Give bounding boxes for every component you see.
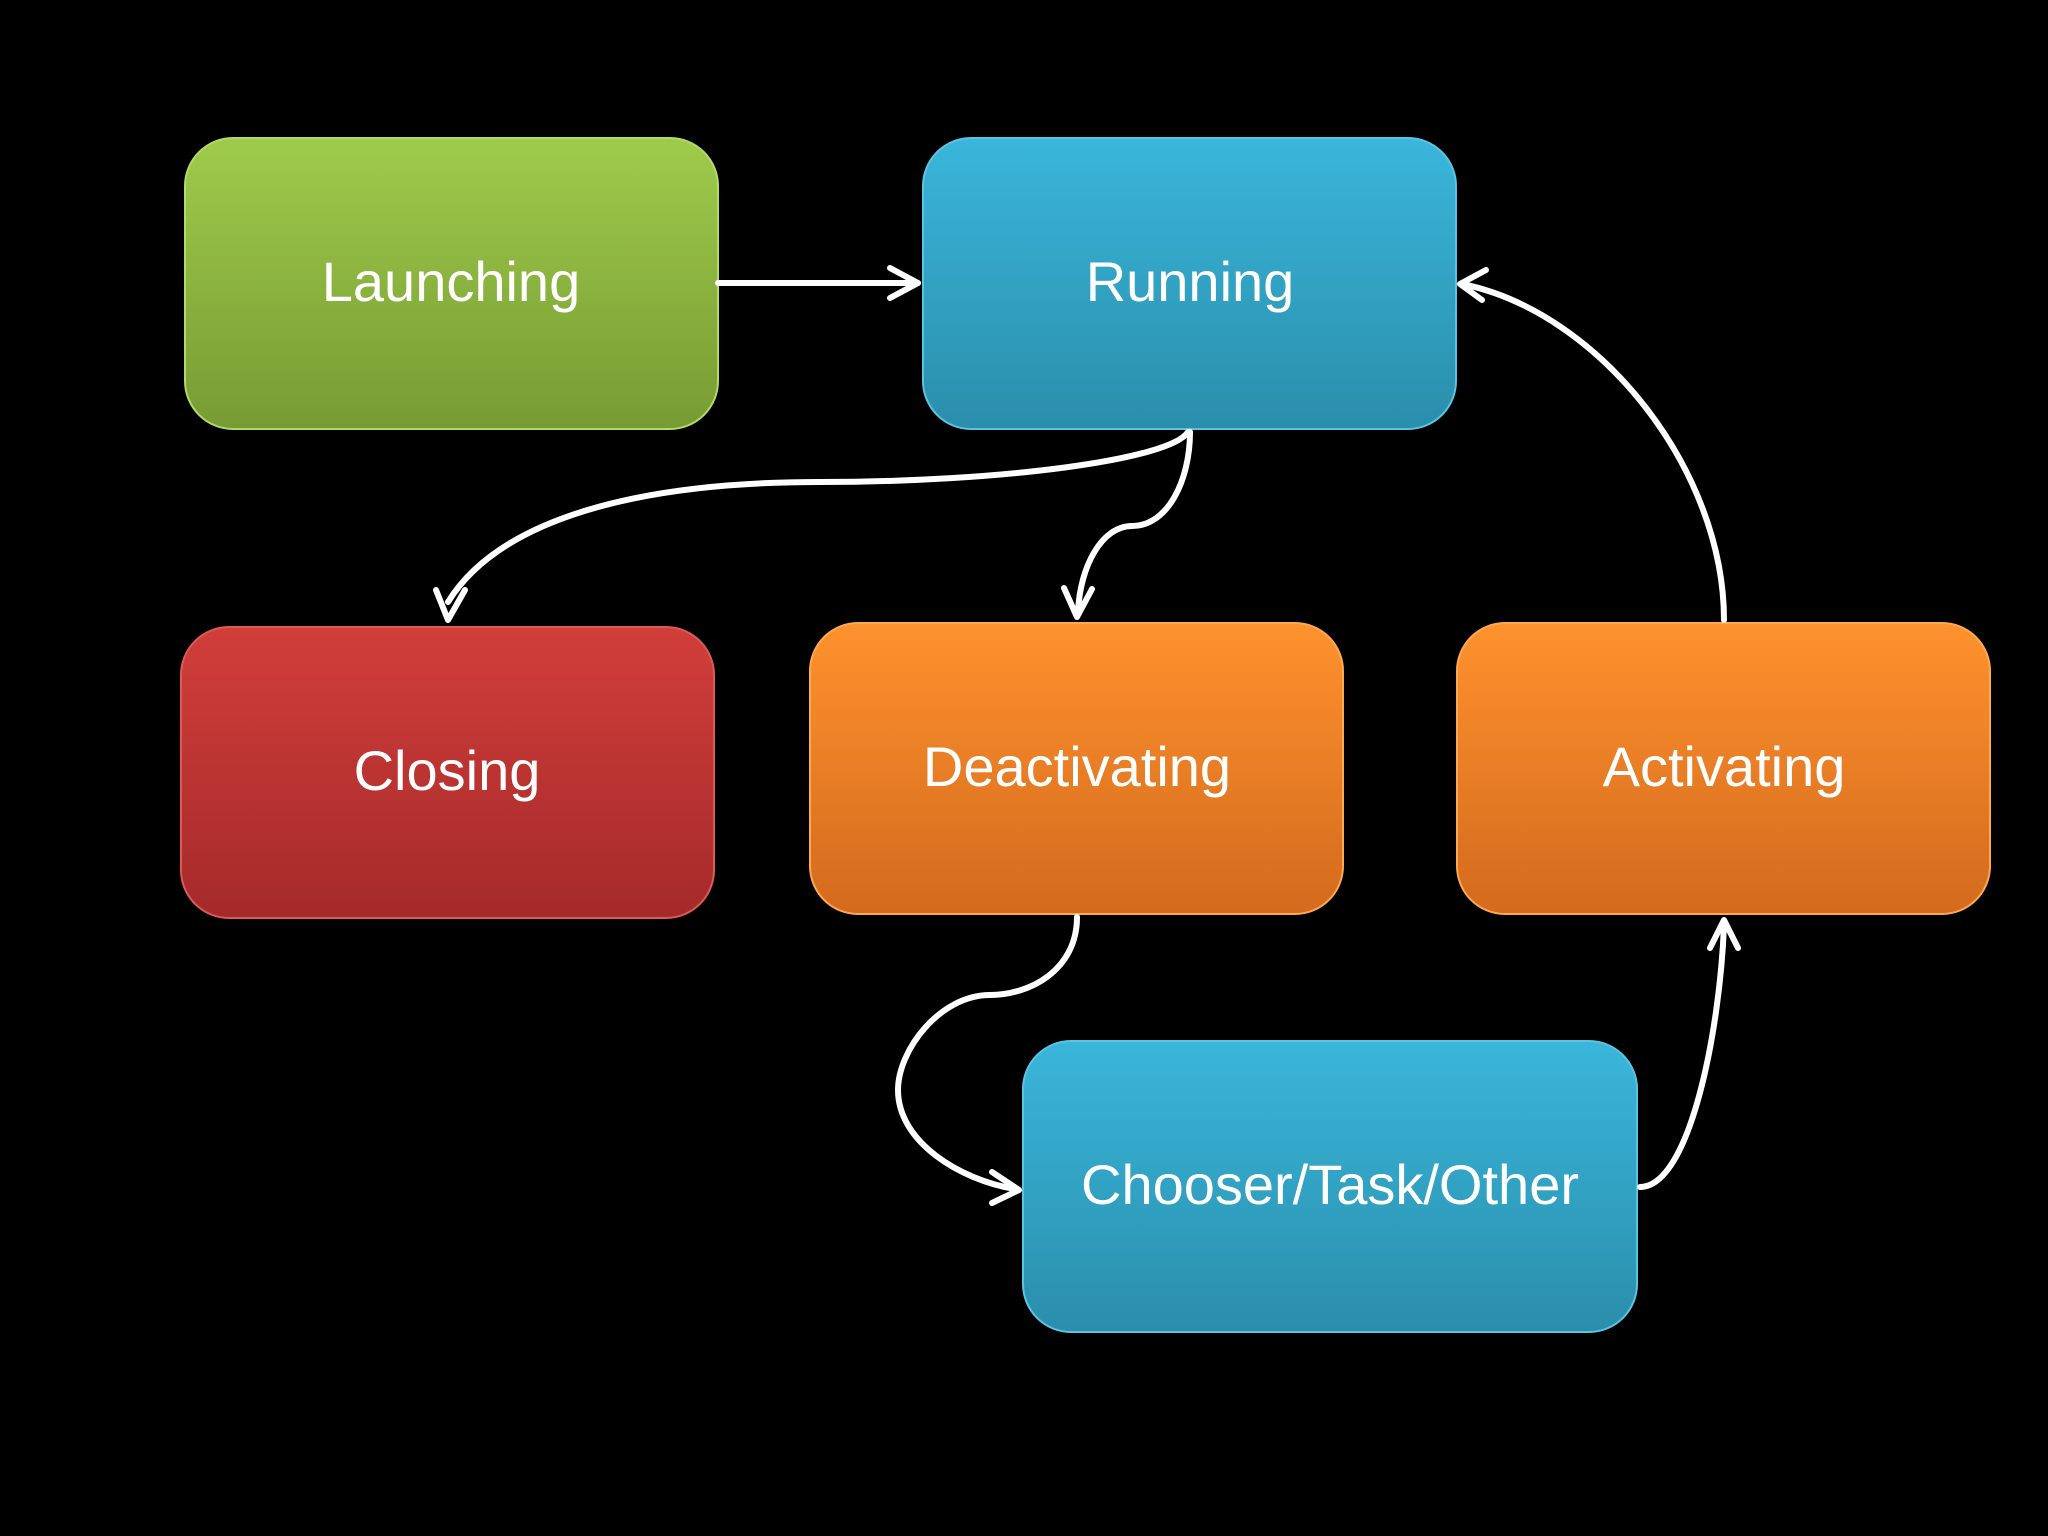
node-deactivating-label: Deactivating (923, 735, 1231, 798)
edge-running-closing-arrowhead (433, 587, 468, 623)
node-chooser-box (1022, 1040, 1638, 1333)
edge-running-to-deactivating (1061, 429, 1193, 620)
edge-deactivating-to-chooser (895, 914, 1080, 1206)
node-closing-box (180, 626, 715, 919)
node-deactivating-box (809, 622, 1344, 915)
node-running-box (922, 137, 1457, 430)
edge-deactivating-chooser-arrowhead (989, 1169, 1022, 1206)
node-launching-label: Launching (322, 250, 580, 313)
node-activating-label: Activating (1603, 735, 1846, 798)
edge-activating-running-line (1459, 281, 1727, 623)
edge-chooser-activating-line (1637, 922, 1727, 1190)
edge-running-closing-line (445, 429, 1191, 605)
edge-deactivating-chooser-line (895, 914, 1080, 1192)
node-chooser: Chooser/Task/Other (1022, 1040, 1638, 1333)
edge-chooser-activating-arrowhead (1707, 917, 1741, 951)
edge-launching-to-running (715, 265, 921, 301)
edge-chooser-to-activating (1637, 917, 1741, 1190)
node-running-label: Running (1086, 250, 1295, 313)
edge-running-deactivating-line (1075, 429, 1193, 615)
node-activating-box (1456, 622, 1991, 915)
edge-activating-running-arrowhead (1457, 267, 1489, 303)
edge-activating-to-running (1457, 267, 1727, 623)
node-closing: Closing (180, 626, 715, 919)
node-closing-label: Closing (354, 739, 541, 802)
node-chooser-label: Chooser/Task/Other (1081, 1153, 1579, 1216)
node-running: Running (922, 137, 1457, 430)
edge-running-to-closing (433, 429, 1191, 623)
node-launching: Launching (184, 137, 719, 430)
node-activating: Activating (1456, 622, 1991, 915)
node-deactivating: Deactivating (809, 622, 1344, 915)
edge-launching-running-arrowhead (887, 265, 921, 301)
edge-running-deactivating-arrowhead (1061, 585, 1095, 620)
